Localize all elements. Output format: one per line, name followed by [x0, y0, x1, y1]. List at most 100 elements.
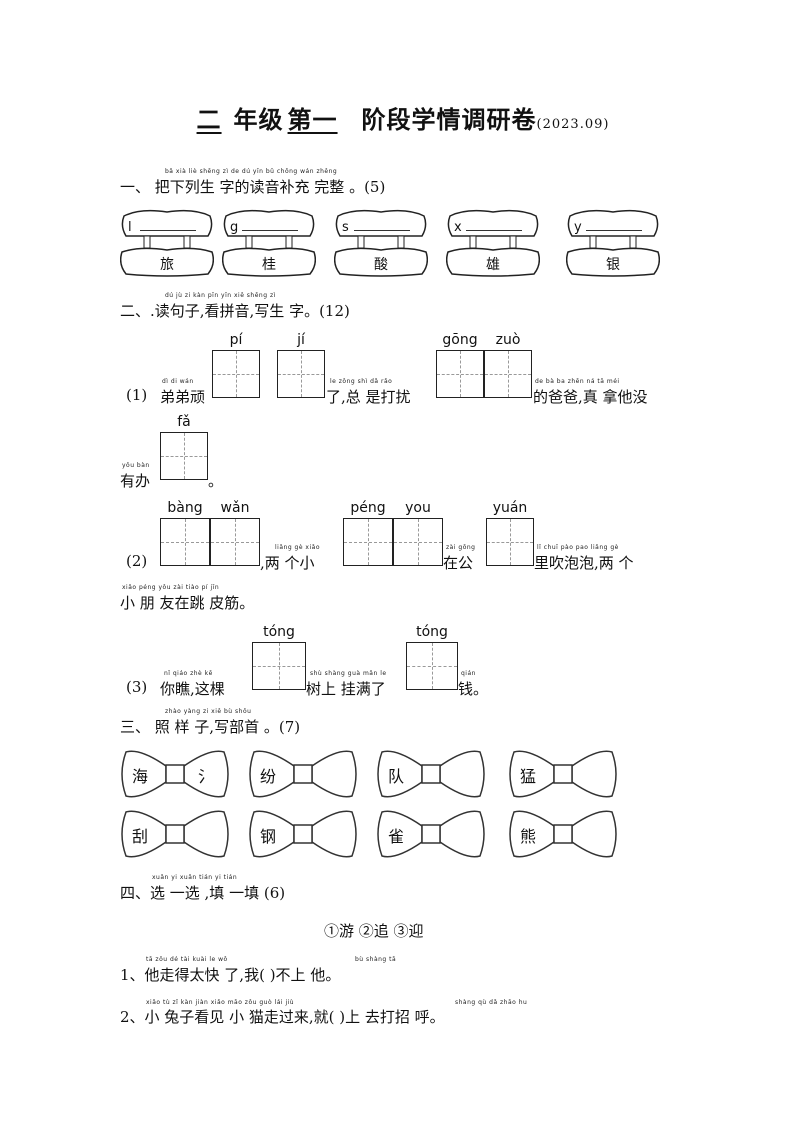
- bowtie-char: 纷: [260, 767, 277, 786]
- s2-answer-box-1[interactable]: [160, 518, 210, 566]
- s2-box1-pinyin: bàng: [167, 500, 203, 516]
- s2-text-4: 小 朋 友在跳 皮筋。: [120, 594, 255, 612]
- s1-label: (1): [126, 386, 148, 404]
- title-date: (2023.09): [536, 117, 610, 132]
- s3-box1-pinyin: tóng: [263, 624, 295, 640]
- answer-blank[interactable]: [466, 230, 522, 231]
- hanzi: 银: [606, 257, 620, 273]
- hanzi: 雄: [486, 257, 500, 273]
- q1-heading: 一、 把下列生 字的读音补充 完整 。(5): [120, 178, 386, 196]
- s3-text-2: 树上 挂满了: [306, 680, 386, 698]
- q4-line-1[interactable]: 1、他走得太快 了,我( )不上 他。: [120, 966, 341, 984]
- q1-pinyin: bǎ xià liè shēng zì de dú yīn bǔ chōng w…: [165, 168, 338, 175]
- s3-answer-box-2[interactable]: [406, 642, 458, 690]
- s2-p3-pinyin: lǐ chuī pào pao liǎng gè: [537, 544, 619, 551]
- pinyin-initial: l: [128, 220, 132, 235]
- s3-text-1: 你瞧,这棵: [160, 680, 225, 698]
- q4-line1-pinyin-1: tā zǒu dé tài kuài le wǒ: [146, 956, 228, 963]
- q3-pinyin: zhào yàng zi xiě bù shǒu: [165, 708, 252, 715]
- pinyin-initial: y: [574, 220, 582, 235]
- bowtie-answer[interactable]: 氵: [197, 767, 214, 786]
- hanzi: 桂: [262, 257, 276, 273]
- hanzi: 旅: [160, 257, 174, 273]
- answer-blank[interactable]: [586, 230, 642, 231]
- answer-blank[interactable]: [242, 230, 298, 231]
- bowtie-char: 刮: [132, 827, 149, 846]
- s2-answer-box-3[interactable]: [343, 518, 393, 566]
- bowtie-item: 钢: [248, 806, 358, 862]
- s1-text-1: 弟弟顽: [160, 388, 206, 406]
- q4-line2-pinyin-2: shàng qù dǎ zhāo hu: [455, 999, 528, 1006]
- s1-answer-box-1[interactable]: [212, 350, 260, 398]
- q4-heading: 四、选 一选 ,填 一填 (6): [120, 884, 286, 902]
- bowtie-item: 猛: [508, 746, 618, 802]
- answer-blank[interactable]: [140, 230, 196, 231]
- s3-p3-pinyin: qián: [461, 670, 476, 677]
- s1-box4-pinyin: zuò: [495, 332, 521, 348]
- pillow-shape-icon: [222, 209, 316, 277]
- s3-answer-box-1[interactable]: [252, 642, 306, 690]
- s1-box2-pinyin: jí: [297, 332, 305, 348]
- bowtie-shape-icon: [377, 750, 485, 798]
- s1-text-2: 了,总 是打扰: [326, 388, 411, 406]
- s2-box5-pinyin: yuán: [492, 500, 528, 516]
- s2-label: (2): [126, 552, 148, 570]
- pinyin-initial: x: [454, 220, 462, 235]
- answer-blank[interactable]: [354, 230, 410, 231]
- s2-box4-pinyin: you: [405, 500, 431, 516]
- bowtie-char: 猛: [520, 767, 537, 786]
- s1-answer-box-5[interactable]: [160, 432, 208, 480]
- bowtie-item: 纷: [248, 746, 358, 802]
- pillow-shape-icon: [446, 209, 540, 277]
- s1-answer-box-3[interactable]: [436, 350, 484, 398]
- title-grade: 二: [196, 105, 222, 134]
- s3-p1-pinyin: nǐ qiáo zhè kē: [164, 670, 213, 677]
- s2-p1-pinyin: liǎng gè xiǎo: [275, 544, 321, 551]
- bowtie-shape-icon: [509, 810, 617, 858]
- q4-line2-pinyin-1: xiǎo tù zǐ kàn jiàn xiǎo māo zǒu guò lái…: [146, 999, 295, 1006]
- q4-line-2[interactable]: 2、小 兔子看见 小 猫走过来,就( )上 去打招 呼。: [120, 1008, 445, 1026]
- s1-answer-box-4[interactable]: [484, 350, 532, 398]
- bowtie-char: 队: [388, 767, 405, 786]
- s2-answer-box-2[interactable]: [210, 518, 260, 566]
- bowtie-char: 海: [132, 767, 149, 786]
- s1-box5-pinyin: fǎ: [177, 414, 191, 430]
- bowtie-item: 队: [376, 746, 486, 802]
- s1-box3-pinyin: gōng: [442, 332, 478, 348]
- s2-box3-pinyin: péng: [350, 500, 386, 516]
- s1-text-5: 。: [208, 472, 224, 490]
- q1-item: y 银: [566, 208, 660, 278]
- q1-item: l 旅: [120, 208, 214, 278]
- bowtie-char: 雀: [388, 827, 405, 846]
- pinyin-initial: g: [230, 220, 239, 235]
- bowtie-shape-icon: [121, 750, 229, 798]
- s2-p4-pinyin: xiǎo péng yǒu zài tiào pí jīn: [122, 584, 220, 591]
- s1-p3-pinyin: de bà ba zhēn ná tā méi: [535, 378, 620, 385]
- title-rest: 阶段学情调研卷: [361, 105, 537, 134]
- q4-pinyin: xuǎn yi xuǎn tián yi tián: [152, 874, 238, 881]
- s1-p2-pinyin: le zǒng shì dǎ rǎo: [330, 378, 393, 385]
- s1-p1-pinyin: dì di wán: [162, 378, 194, 385]
- pillow-shape-icon: [334, 209, 428, 277]
- s1-p4-pinyin: yǒu bàn: [122, 462, 150, 469]
- s3-box2-pinyin: tóng: [416, 624, 448, 640]
- q2-pinyin: dú jù zi kàn pīn yīn xiě shēng zì: [165, 292, 276, 299]
- s2-answer-box-5[interactable]: [486, 518, 534, 566]
- bowtie-item: 雀: [376, 806, 486, 862]
- s1-answer-box-2[interactable]: [277, 350, 325, 398]
- s2-text-3: 里吹泡泡,两 个: [534, 554, 634, 572]
- q2-heading: 二、.读句子,看拼音,写生 字。(12): [120, 302, 350, 320]
- s2-p2-pinyin: zài gōng: [446, 544, 476, 551]
- s2-text-2: 在公: [443, 554, 474, 572]
- s2-answer-box-4[interactable]: [393, 518, 443, 566]
- s1-text-3: 的爸爸,真 拿他没: [533, 388, 648, 406]
- s3-text-3: 钱。: [458, 680, 489, 698]
- s2-box2-pinyin: wǎn: [220, 500, 250, 516]
- s3-p2-pinyin: shù shàng guà mǎn le: [310, 670, 387, 677]
- pillow-shape-icon: [566, 209, 660, 277]
- s1-box1-pinyin: pí: [229, 332, 243, 348]
- bowtie-shape-icon: [377, 810, 485, 858]
- bowtie-char: 钢: [260, 827, 277, 846]
- bowtie-char: 熊: [520, 827, 537, 846]
